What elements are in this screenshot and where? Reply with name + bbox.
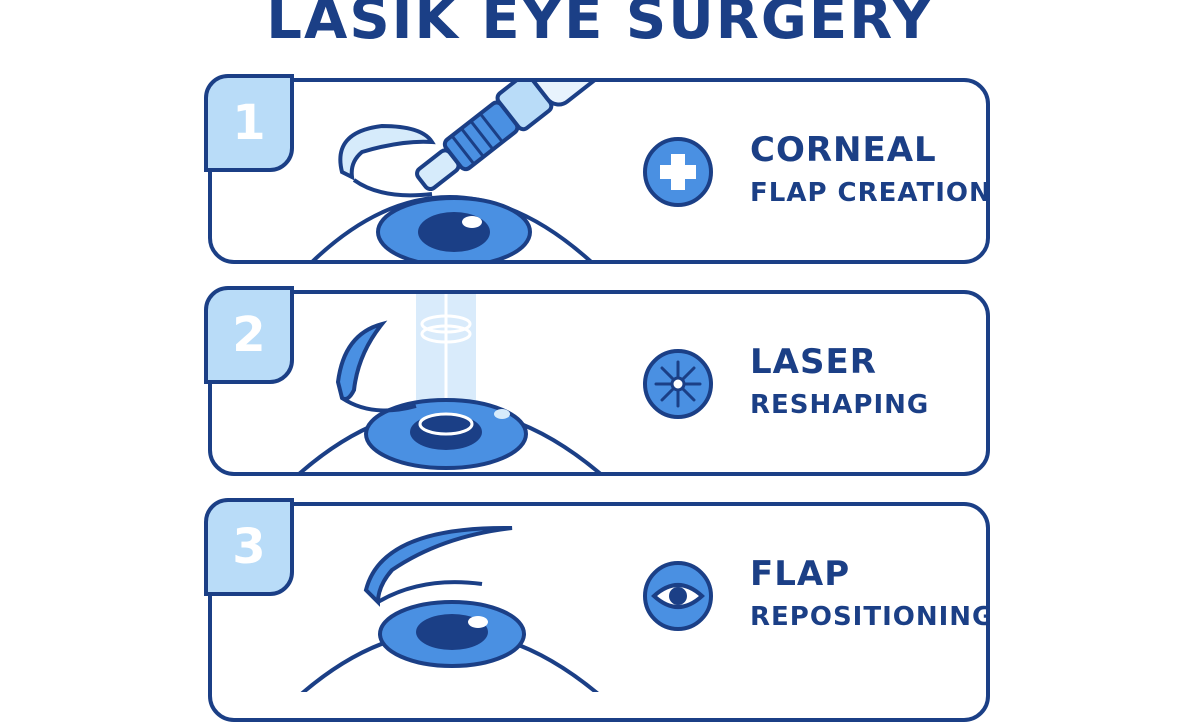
step-title: CORNEAL xyxy=(750,130,937,170)
step-panel-laser-reshaping: LASER RESHAPING xyxy=(208,290,990,476)
corneal-flap-illustration xyxy=(311,82,612,260)
step-number-badge: 2 xyxy=(204,286,294,384)
flap-repositioning-illustration xyxy=(300,525,599,692)
step-subtitle: RESHAPING xyxy=(750,390,930,420)
step-title: LASER xyxy=(750,342,877,382)
step-title: FLAP xyxy=(750,554,851,594)
step-subtitle: REPOSITIONING xyxy=(750,602,990,632)
page-title: LASIK EYE SURGERY xyxy=(266,0,934,52)
step-panel-corneal-flap: CORNEAL FLAP CREATION xyxy=(208,78,990,264)
step-panel-flap-repositioning: FLAP REPOSITIONING xyxy=(208,502,990,722)
step-subtitle: FLAP CREATION xyxy=(750,178,990,208)
eye-icon xyxy=(643,561,713,631)
starburst-icon xyxy=(643,349,713,419)
step-number-badge: 1 xyxy=(204,74,294,172)
plus-icon xyxy=(643,137,713,207)
laser-reshaping-illustration xyxy=(298,294,602,472)
step-number-badge: 3 xyxy=(204,498,294,596)
